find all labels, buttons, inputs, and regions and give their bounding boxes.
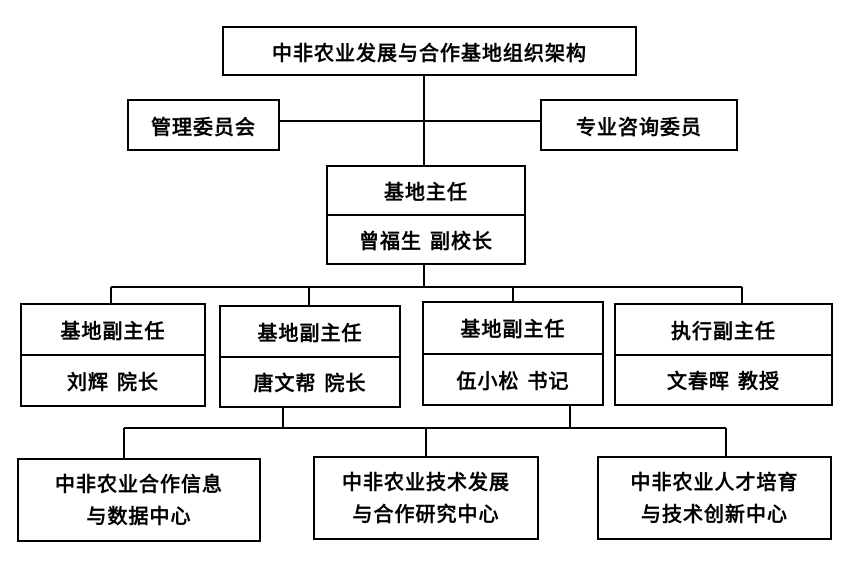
director-person: 曾福生 副校长 (328, 214, 524, 263)
deputy-box-2: 基地副主任 唐文帮 院长 (219, 305, 401, 408)
org-chart-title-box: 中非农业发展与合作基地组织架构 (222, 26, 637, 76)
center-line-2: 与合作研究中心 (352, 502, 500, 526)
deputy-box-1: 基地副主任 刘辉 院长 (20, 303, 206, 407)
org-chart-title: 中非农业发展与合作基地组织架构 (272, 40, 587, 65)
center-line-1: 中非农业人才培育 (630, 470, 799, 494)
center-box-1: 中非农业合作信息 与数据中心 (17, 458, 261, 542)
deputy-person: 刘辉 院长 (22, 354, 204, 405)
center-line-2: 与数据中心 (86, 504, 192, 528)
center-line-1: 中非农业合作信息 (55, 472, 223, 496)
deputy-role: 基地副主任 (60, 319, 166, 343)
deputy-box-3: 基地副主任 伍小松 书记 (422, 301, 604, 406)
management-committee-label: 管理委员会 (151, 114, 256, 139)
center-box-3: 中非农业人才培育 与技术创新中心 (597, 456, 832, 540)
director-box: 基地主任 曾福生 副校长 (326, 165, 526, 265)
center-line-1: 中非农业技术发展 (342, 470, 510, 494)
center-line-2: 与技术创新中心 (641, 502, 788, 526)
center-box-2: 中非农业技术发展 与合作研究中心 (313, 456, 539, 540)
management-committee-box: 管理委员会 (127, 99, 280, 151)
deputy-box-4: 执行副主任 文春晖 教授 (614, 303, 833, 406)
deputy-role: 基地副主任 (257, 320, 363, 345)
director-role: 基地主任 (384, 180, 468, 204)
advisory-committee-box: 专业咨询委员 (540, 99, 738, 151)
deputy-role: 执行副主任 (671, 318, 776, 343)
deputy-person: 伍小松 书记 (424, 352, 602, 405)
deputy-person: 文春晖 教授 (616, 353, 831, 405)
advisory-committee-label: 专业咨询委员 (576, 114, 702, 139)
deputy-person: 唐文帮 院长 (221, 355, 399, 407)
deputy-role: 基地副主任 (460, 317, 566, 342)
